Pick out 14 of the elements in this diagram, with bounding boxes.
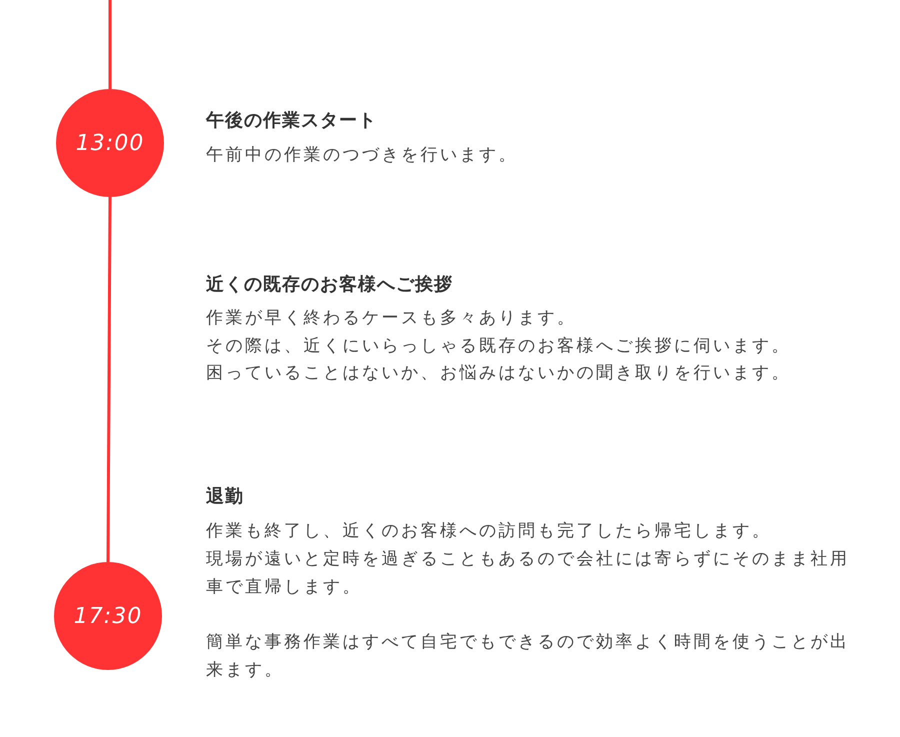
description-text: 作業が早く終わるケースも多々あります。	[206, 307, 578, 330]
description-text: 現場が遠いと定時を過ぎることもあるので会社には寄らずにそのまま社用車で直帰します。	[206, 548, 850, 598]
section-heading: 近くの既存のお客様へご挨拶	[206, 273, 453, 296]
section-heading: 退勤	[206, 485, 244, 508]
section-heading: 午後の作業スタート	[206, 109, 377, 132]
timeline-line	[106, 197, 112, 562]
description-text: 困っていることはないか、お悩みはないかの聞き取りを行います。	[206, 362, 792, 385]
time-circle: 13:00	[56, 89, 164, 197]
description-text: その際は、近くにいらっしゃる既存のお客様へご挨拶に伺います。	[206, 335, 792, 358]
time-circle: 17:30	[54, 562, 162, 670]
timeline-line	[108, 0, 112, 89]
description-text: 簡単な事務作業はすべて自宅でもできるので効率よく時間を使うことが出来ます。	[206, 631, 850, 682]
description-text: 午前中の作業のつづきを行います。	[206, 144, 519, 167]
description-text: 作業も終了し、近くのお客様への訪問も完了したら帰宅します。	[206, 520, 772, 543]
